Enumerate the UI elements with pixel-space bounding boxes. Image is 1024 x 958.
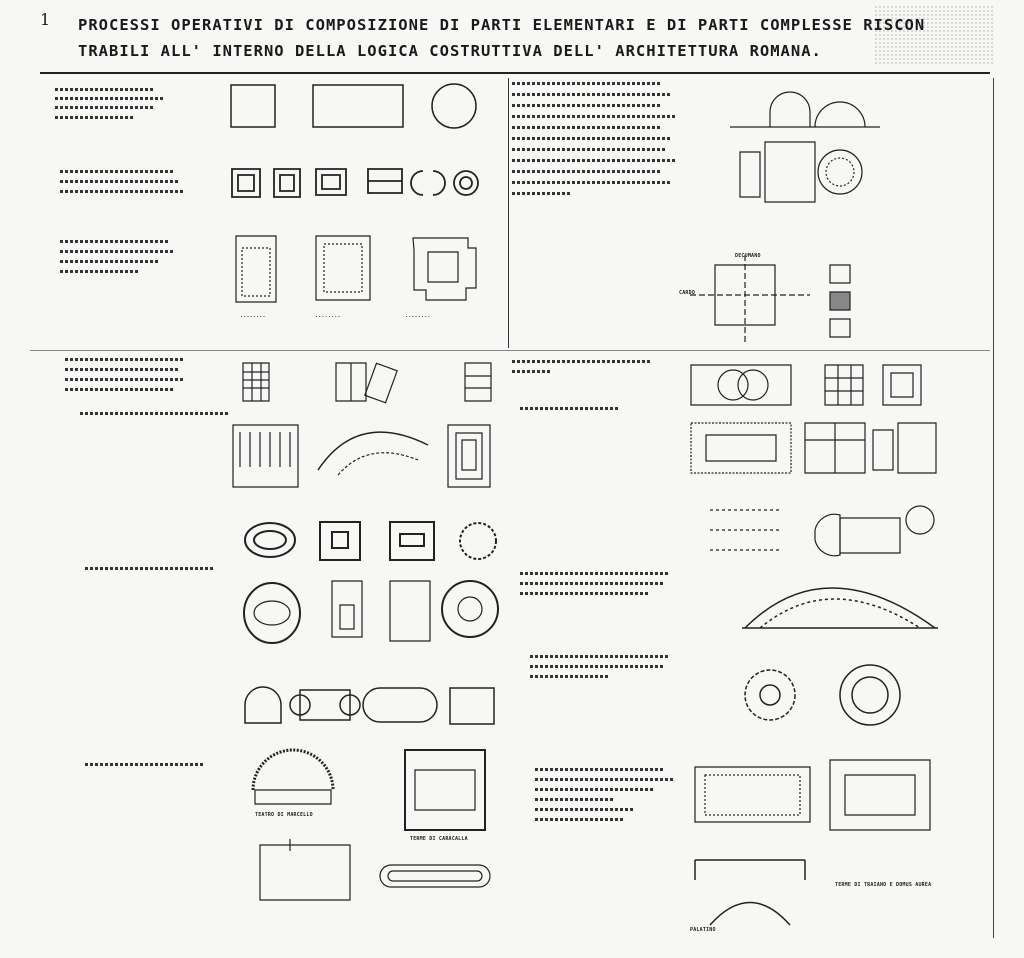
- note-scribble: [520, 592, 650, 595]
- note-scribble: [60, 250, 175, 253]
- note-scribble: [512, 93, 672, 96]
- note-scribble: [520, 407, 620, 410]
- note-scribble: [535, 818, 625, 821]
- note-scribble: [512, 360, 652, 363]
- plan-caption: ........: [405, 313, 431, 319]
- note-scribble: [60, 190, 185, 193]
- theatre-baths-row: [245, 740, 505, 840]
- caracalla-arch-section: [740, 578, 940, 633]
- note-scribble: [512, 159, 677, 162]
- note-scribble: [55, 106, 155, 109]
- caption-terme-traiano: TERME DI TRAIANO E DOMUS AUREA: [835, 882, 932, 888]
- note-scribble: [530, 675, 610, 678]
- note-scribble: [520, 572, 670, 575]
- caption-terme-caracalla: TERME DI CARACALLA: [410, 836, 468, 842]
- caption-palatino: PALATINO: [690, 927, 716, 933]
- note-scribble: [530, 655, 670, 658]
- baths-plans: [690, 745, 950, 845]
- title-line-1: PROCESSI OPERATIVI DI COMPOSIZIONE DI PA…: [78, 16, 926, 34]
- note-scribble: [55, 88, 155, 91]
- note-scribble: [535, 788, 655, 791]
- note-scribble: [60, 240, 170, 243]
- pantheon-diagram: [720, 82, 890, 232]
- note-scribble: [55, 116, 135, 119]
- note-scribble: [512, 370, 552, 373]
- note-scribble: [60, 270, 140, 273]
- note-scribble: [85, 763, 205, 766]
- note-scribble: [65, 368, 180, 371]
- note-scribble: [60, 180, 180, 183]
- note-scribble: [535, 808, 635, 811]
- note-scribble: [520, 582, 665, 585]
- note-scribble: [512, 104, 662, 107]
- note-scribble: [512, 192, 572, 195]
- page-title: PROCESSI OPERATIVI DI COMPOSIZIONE DI PA…: [78, 12, 978, 64]
- rotunda-plans: [735, 655, 935, 745]
- note-scribble: [512, 181, 672, 184]
- cardo-decumano-plan: [680, 250, 930, 350]
- label-cardo: CARDO: [679, 290, 696, 296]
- note-scribble: [512, 82, 662, 85]
- rotunda-row: [240, 518, 500, 563]
- right-composition-row-1: [688, 360, 948, 415]
- note-scribble: [60, 170, 175, 173]
- elementary-shapes-row: [228, 82, 478, 132]
- note-scribble: [535, 798, 615, 801]
- title-rule: [40, 72, 990, 74]
- note-scribble: [85, 567, 215, 570]
- basilica-circus-row: [250, 835, 510, 910]
- amphitheatre-row: [240, 575, 500, 650]
- note-scribble: [530, 665, 665, 668]
- temple-complex-plan: [700, 500, 945, 575]
- note-scribble: [65, 378, 185, 381]
- note-scribble: [512, 115, 677, 118]
- composition-row: [238, 358, 498, 408]
- note-scribble: [55, 97, 165, 100]
- right-composition-row-2: [688, 420, 948, 485]
- right-border: [993, 78, 994, 938]
- temple-plans-row: [228, 230, 498, 315]
- scan-noise: [874, 5, 994, 65]
- complex-plans-row: [228, 420, 503, 500]
- plan-caption: ........: [315, 313, 341, 319]
- note-scribble: [80, 412, 230, 415]
- note-scribble: [65, 358, 185, 361]
- note-scribble: [535, 778, 675, 781]
- shape-variants-row: [228, 165, 508, 205]
- note-scribble: [60, 260, 160, 263]
- note-scribble: [65, 388, 175, 391]
- note-scribble: [512, 170, 662, 173]
- note-scribble: [512, 148, 667, 151]
- title-line-2: TRABILI ALL' INTERNO DELLA LOGICA COSTRU…: [78, 42, 822, 60]
- note-scribble: [535, 768, 665, 771]
- plan-caption: ........: [240, 313, 266, 319]
- caption-teatro-marcello: TEATRO DI MARCELLO: [255, 812, 313, 818]
- palatino-plan: [690, 855, 810, 930]
- note-scribble: [512, 137, 672, 140]
- label-decumano: DECUMANO: [735, 253, 761, 259]
- page-number: 1: [40, 10, 51, 29]
- apse-combination-row: [240, 680, 500, 730]
- section-divider: [30, 350, 990, 351]
- note-scribble: [512, 126, 662, 129]
- column-divider: [508, 78, 509, 348]
